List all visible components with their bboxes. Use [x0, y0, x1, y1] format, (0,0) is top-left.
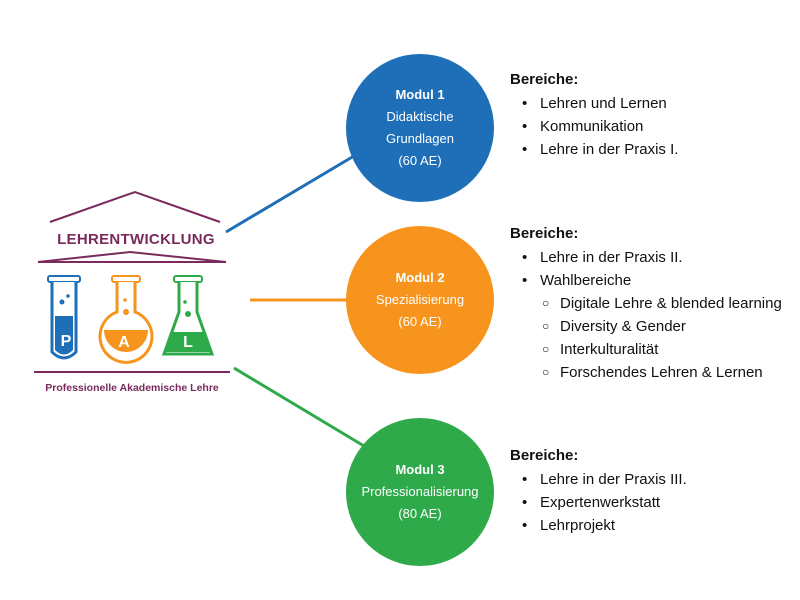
logo-subtitle: Professionelle Akademische Lehre [45, 382, 219, 394]
modul-1-hours: (60 AE) [398, 153, 442, 168]
round-flask-icon [98, 275, 154, 364]
modul-3-hours: (80 AE) [398, 506, 442, 521]
wahlbereiche-sublist: Digitale Lehre & blended learning Divers… [510, 292, 782, 384]
sub-list-item: Interkulturalität [510, 338, 782, 361]
list-item: Lehre in der Praxis II. [510, 246, 782, 269]
modul-1-line: Grundlagen [386, 131, 454, 146]
areas-heading: Bereiche: [510, 447, 579, 464]
modul-3-areas: Bereiche: Lehre in der Praxis III. Exper… [510, 444, 687, 537]
logo-roof [49, 190, 221, 223]
list-item: Lehrprojekt [510, 514, 687, 537]
flask-letter-l: L [183, 334, 193, 351]
list-item: Wahlbereiche [510, 269, 782, 292]
list-item: Lehre in der Praxis I. [510, 138, 678, 161]
sub-list-item: Digitale Lehre & blended learning [510, 292, 782, 315]
list-item: Kommunikation [510, 115, 678, 138]
logo-bar [37, 250, 227, 263]
sub-list-item: Diversity & Gender [510, 315, 782, 338]
logo-title: LEHRENTWICKLUNG [57, 231, 215, 248]
list-item: Lehre in der Praxis III. [510, 468, 687, 491]
sub-list-item: Forschendes Lehren & Lernen [510, 361, 782, 384]
modul-2-hours: (60 AE) [398, 314, 442, 329]
areas-heading: Bereiche: [510, 225, 579, 242]
modul-1-areas: Bereiche: Lehren und Lernen Kommunikatio… [510, 68, 678, 161]
connector-modul-3 [233, 366, 365, 448]
logo-graphic [34, 190, 230, 373]
areas-list: Lehren und Lernen Kommunikation Lehre in… [510, 92, 678, 161]
connector-modul-1 [225, 148, 365, 234]
test-tube-icon [47, 275, 81, 360]
modul-3-line: Professionalisierung [361, 484, 479, 499]
modul-3-circle: Modul 3 Professionalisierung (80 AE) [346, 418, 494, 566]
modul-2-title: Modul 2 [395, 270, 445, 285]
flask-letter-p: P [60, 333, 72, 350]
modul-1-line: Didaktische [386, 109, 454, 124]
modul-2-circle: Modul 2 Spezialisierung (60 AE) [346, 226, 494, 374]
modul-1-title: Modul 1 [395, 87, 445, 102]
areas-list: Lehre in der Praxis II. Wahlbereiche [510, 246, 782, 292]
list-item: Expertenwerkstatt [510, 491, 687, 514]
flask-letter-a: A [118, 334, 130, 351]
list-item: Lehren und Lernen [510, 92, 678, 115]
modul-1-circle: Modul 1 Didaktische Grundlagen (60 AE) [346, 54, 494, 202]
areas-list: Lehre in der Praxis III. Expertenwerksta… [510, 468, 687, 537]
erlenmeyer-flask-icon [161, 275, 215, 356]
modul-2-line: Spezialisierung [375, 292, 465, 307]
areas-heading: Bereiche: [510, 71, 579, 88]
modul-2-areas: Bereiche: Lehre in der Praxis II. Wahlbe… [510, 222, 782, 384]
modul-3-title: Modul 3 [395, 462, 445, 477]
